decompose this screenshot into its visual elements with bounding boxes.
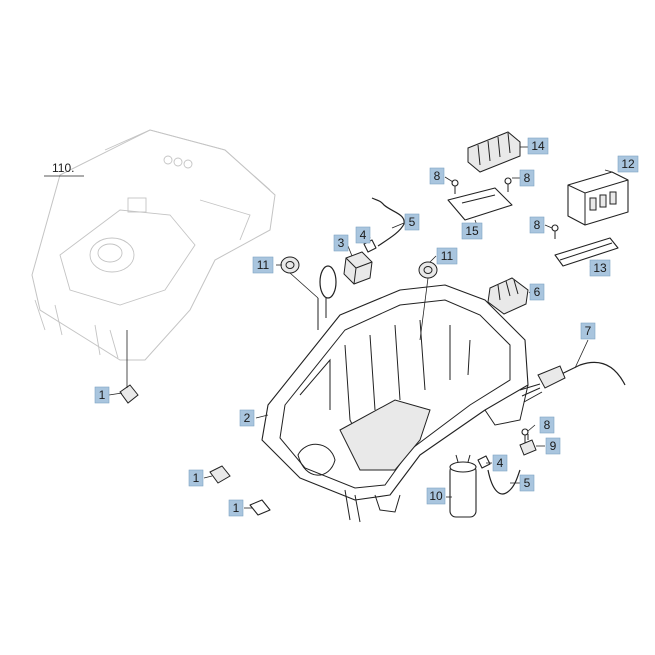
callout-15: 15 [461, 222, 483, 240]
callout-label-10: 10 [429, 489, 443, 503]
callout-label-8d: 8 [544, 418, 551, 432]
callout-7: 7 [580, 322, 596, 340]
callout-label-4a: 4 [360, 228, 367, 242]
callout-6: 6 [529, 283, 545, 301]
leader-lines [44, 146, 613, 509]
terminal-strip-part-14 [467, 131, 521, 173]
grommet-part-11b [418, 261, 438, 279]
wire-part-5b [487, 469, 521, 495]
callout-label-7: 7 [585, 324, 592, 338]
contactor-part-12 [567, 171, 629, 226]
callout-4a: 4 [355, 226, 371, 244]
din-rail-part-13 [554, 237, 619, 267]
callout-1c: 1 [228, 499, 244, 517]
callout-8c: 8 [529, 216, 545, 234]
callout-label-5a: 5 [409, 215, 416, 229]
callout-14: 14 [527, 137, 549, 155]
screw-part-8a [451, 179, 459, 194]
callout-5b: 5 [519, 474, 535, 492]
callout-11a: 11 [252, 256, 274, 274]
relay-part-3 [343, 251, 373, 285]
callout-label-14: 14 [531, 139, 545, 153]
screw-part-8b [504, 177, 512, 192]
callout-label-6: 6 [534, 285, 541, 299]
callout-9: 9 [545, 437, 561, 455]
callout-label-11a: 11 [257, 258, 270, 272]
callout-8b: 8 [519, 169, 535, 187]
callout-label-15: 15 [465, 224, 479, 238]
callout-label-13: 13 [593, 261, 607, 275]
clip-part-1b [209, 465, 231, 484]
callout-label-8c: 8 [534, 218, 541, 232]
capacitor-part-10 [449, 454, 477, 518]
housing-part [261, 284, 529, 523]
bracket-part-15 [447, 187, 513, 221]
callout-label-1c: 1 [233, 501, 240, 515]
callout-label-8b: 8 [524, 171, 531, 185]
callout-label-1b: 1 [193, 471, 200, 485]
callout-1a: 1 [94, 386, 110, 404]
wire-part-5a [371, 197, 405, 247]
terminal-block-part-6 [487, 277, 529, 315]
cover-assembly-ghost [31, 129, 276, 361]
callout-label-1a: 1 [99, 388, 106, 402]
callout-label-12: 12 [621, 157, 635, 171]
callout-label-3: 3 [338, 236, 345, 250]
callout-13: 13 [589, 259, 611, 277]
callout-label-9: 9 [550, 439, 557, 453]
cable-part-7 [519, 361, 626, 403]
clip-part-1a [119, 384, 139, 404]
clip-part-1c [249, 499, 271, 516]
callout-110: 110. [52, 161, 74, 175]
callout-8d: 8 [539, 416, 555, 434]
callout-2: 2 [239, 409, 255, 427]
callout-8a: 8 [429, 167, 445, 185]
callout-label-4b: 4 [497, 456, 504, 470]
callout-label-5b: 5 [524, 476, 531, 490]
callout-label-110: 110. [52, 161, 74, 175]
callout-label-8a: 8 [434, 169, 441, 183]
callout-3: 3 [333, 234, 349, 252]
callout-4b: 4 [492, 454, 508, 472]
screw-part-8d [521, 428, 529, 443]
callout-10: 10 [426, 487, 446, 505]
grommet-part-11a [280, 256, 300, 274]
seal-ring-part [317, 265, 337, 330]
callout-label-2: 2 [244, 411, 251, 425]
callout-11b: 11 [436, 247, 458, 265]
callout-1b: 1 [188, 469, 204, 487]
clamp-part-9 [519, 434, 537, 456]
callout-label-11b: 11 [441, 249, 454, 263]
screw-part-8c [551, 224, 559, 239]
callout-12: 12 [617, 155, 639, 173]
plug-part-4b [477, 455, 491, 469]
callout-5a: 5 [404, 213, 420, 231]
